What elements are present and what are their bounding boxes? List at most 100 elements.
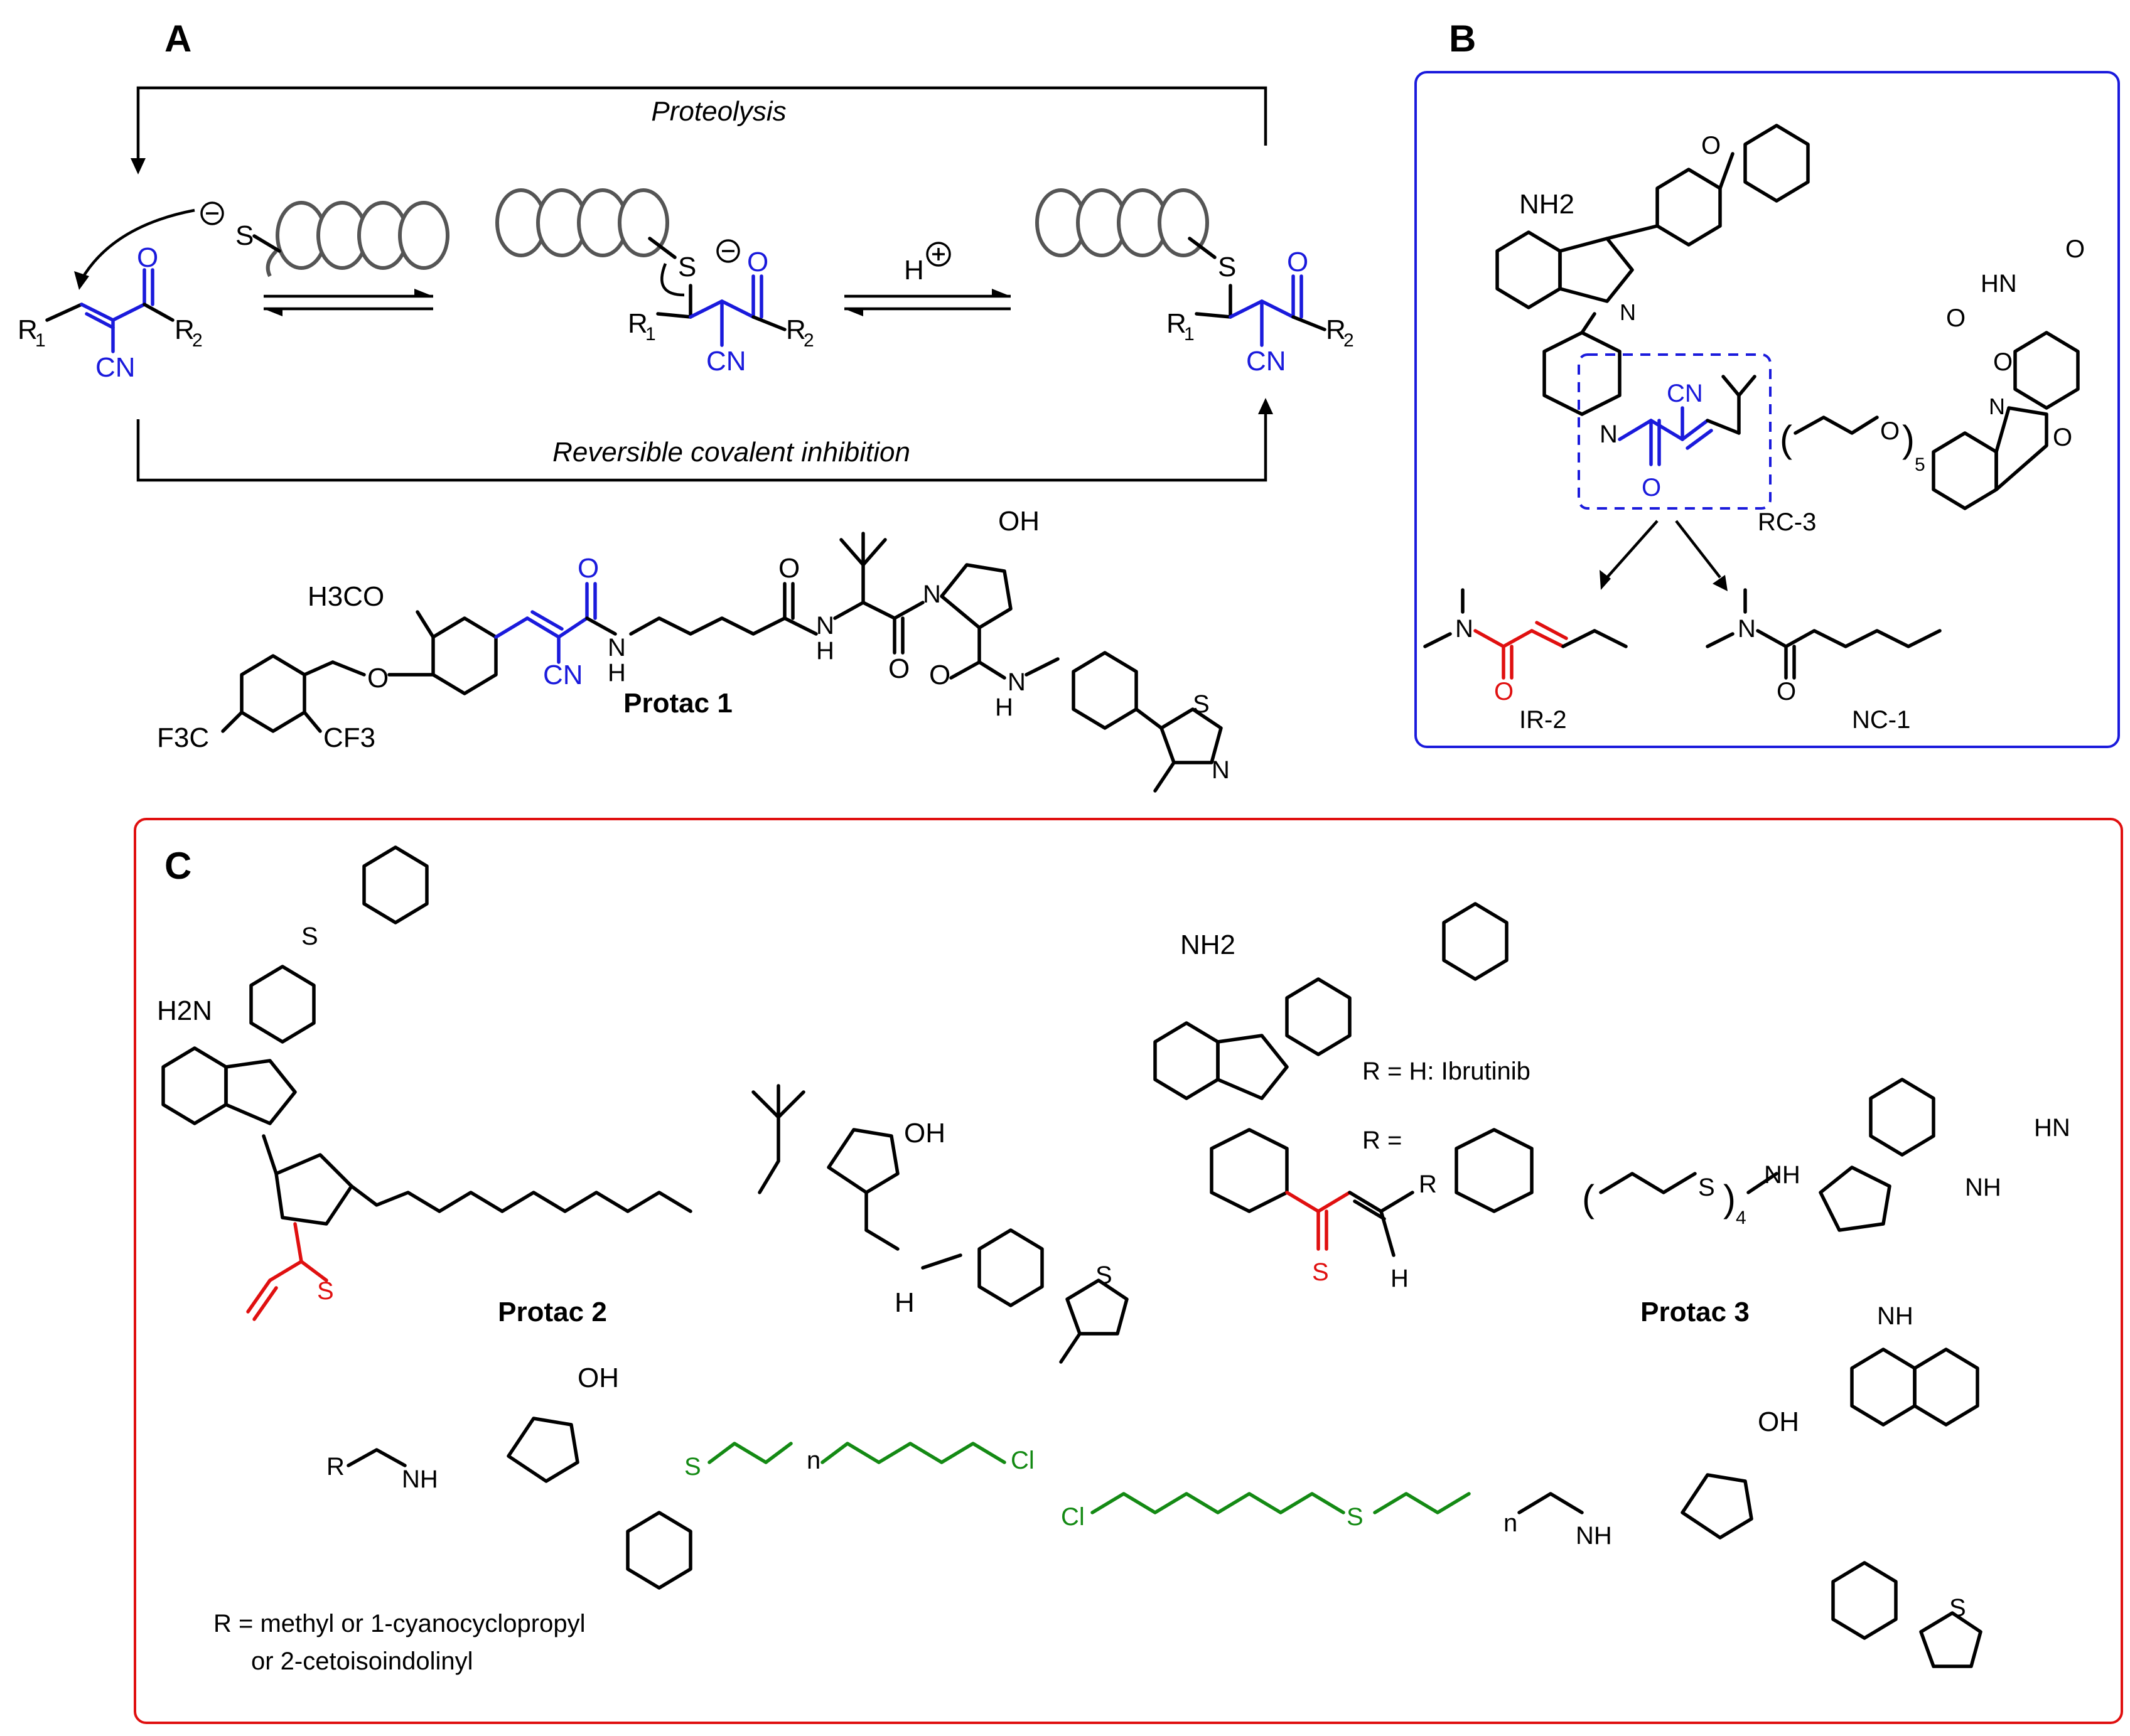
reversible-arrowhead [1258,398,1273,414]
svg-text:2: 2 [1343,330,1354,351]
svg-text:n: n [807,1447,820,1474]
svg-text:S: S [317,1277,334,1305]
protac-1-structure: O H3CO F3C CF3 CN O N H O N [157,506,1230,793]
svg-text:S: S [678,252,696,282]
svg-text:N: N [1600,421,1618,448]
svg-text:Cl: Cl [1011,1447,1035,1474]
svg-text:S: S [1218,252,1236,282]
svg-text:2: 2 [192,330,203,351]
svg-text:H2N: H2N [157,995,212,1026]
r-definition-line2: or 2-cetoisoindolinyl [251,1648,473,1675]
svg-text:O: O [1287,247,1308,277]
svg-text:H3CO: H3CO [308,581,384,612]
svg-text:N: N [1989,394,2005,419]
svg-text:OH: OH [904,1118,945,1149]
thiolate-s: S [235,220,254,251]
carbanion-intermediate: S R 1 O R 2 CN [628,237,814,377]
r-ibrutinib-label: R = H: Ibrutinib [1362,1058,1530,1085]
svg-text:HN: HN [1981,270,2017,297]
svg-text:CN: CN [543,660,583,690]
svg-text:R: R [1166,308,1186,339]
nc1-label: NC-1 [1852,706,1910,734]
pyrimidine-ring [1495,230,1562,309]
reversible-label: Reversible covalent inhibition [552,437,910,468]
svg-text:NH: NH [1965,1174,2001,1201]
r-equals-label: R = [1362,1127,1402,1154]
svg-text:): ) [1723,1177,1736,1219]
svg-text:NH: NH [1877,1302,1913,1330]
reversible-arrow [136,408,1267,482]
phenoxy-ring [1743,124,1810,203]
haloprotac-left-structure: R NH OH S n Cl [326,1363,1035,1590]
svg-text:OH: OH [578,1363,619,1393]
svg-text:N: N [816,612,834,640]
svg-text:R: R [1419,1171,1437,1198]
rc3-label: RC-3 [1758,508,1816,536]
svg-text:1: 1 [35,330,46,351]
svg-text:N: N [1738,615,1756,643]
panel-a: A Proteolysis Reversible covalent inhibi… [18,18,1354,793]
svg-text:CN: CN [1246,346,1286,377]
negative-charge-icon [200,201,224,225]
svg-text:CN: CN [706,346,746,377]
svg-text:O: O [2053,424,2072,451]
panel-c: C S H2N S OH [134,818,2123,1724]
svg-text:CF3: CF3 [323,722,375,753]
svg-text:H: H [816,637,834,665]
svg-text:F3C: F3C [157,722,209,753]
svg-text:R: R [175,314,195,345]
svg-text:O: O [888,653,910,684]
svg-text:NH2: NH2 [1180,930,1235,960]
protac-2-label: Protac 2 [498,1297,607,1327]
svg-text:R: R [326,1453,345,1481]
phthalimide-ring [1932,431,1998,510]
svg-text:N: N [1455,615,1473,643]
protac-3-label: Protac 3 [1640,1297,1750,1327]
covalent-adduct: S R 1 O R 2 CN [1166,237,1354,377]
svg-text:1: 1 [1184,324,1195,345]
svg-text:O: O [747,247,768,277]
svg-text:OH: OH [1758,1406,1799,1437]
positive-charge-icon [926,242,951,267]
svg-text:OH: OH [998,506,1040,537]
protein-helix-2 [495,188,669,257]
protac-1-label: Protac 1 [623,688,733,719]
svg-text:Cl: Cl [1061,1503,1085,1531]
svg-text:O: O [1777,678,1796,705]
svg-text:S: S [301,923,318,950]
ir2-structure: N O [1423,588,1628,705]
svg-text:O: O [1701,132,1721,159]
svg-text:): ) [1902,418,1915,460]
svg-text:n: n [1503,1509,1517,1537]
svg-text:O: O [1494,678,1514,705]
svg-text:S: S [684,1453,701,1481]
phenyl-ring [1655,168,1722,247]
svg-text:N: N [1212,756,1230,784]
protac-3-structure: ( S ) 4 NH NH HN NH [1455,1078,2070,1427]
svg-text:S: S [1347,1503,1364,1531]
svg-text:O: O [929,660,950,690]
attack-arrow [80,208,195,281]
haloprotac-right-structure: Cl S n NH OH S [1061,1406,1982,1668]
svg-text:N: N [1620,299,1636,325]
svg-text:O: O [137,242,158,273]
panel-c-frame [134,818,2123,1724]
svg-text:O: O [1880,417,1900,445]
protac-2-structure: S H2N S OH H [157,845,1129,1364]
svg-text:HN: HN [2034,1114,2070,1142]
svg-text:NH2: NH2 [1519,189,1574,220]
svg-text:R: R [1326,314,1346,345]
proteolysis-arrowhead [131,158,146,174]
svg-text:S: S [1095,1262,1112,1289]
svg-text:O: O [1993,348,2013,376]
panel-a-label: A [164,18,191,60]
svg-text:N: N [1008,668,1026,696]
svg-text:(: ( [1582,1177,1595,1219]
svg-text:O: O [778,553,800,584]
ibrutinib-structure: NH2 S H R [1153,902,1509,1292]
svg-text:O: O [1642,474,1661,501]
svg-text:CN: CN [1667,380,1703,407]
svg-text:R: R [786,314,806,345]
svg-text:R: R [18,314,38,345]
svg-text:5: 5 [1915,454,1925,475]
